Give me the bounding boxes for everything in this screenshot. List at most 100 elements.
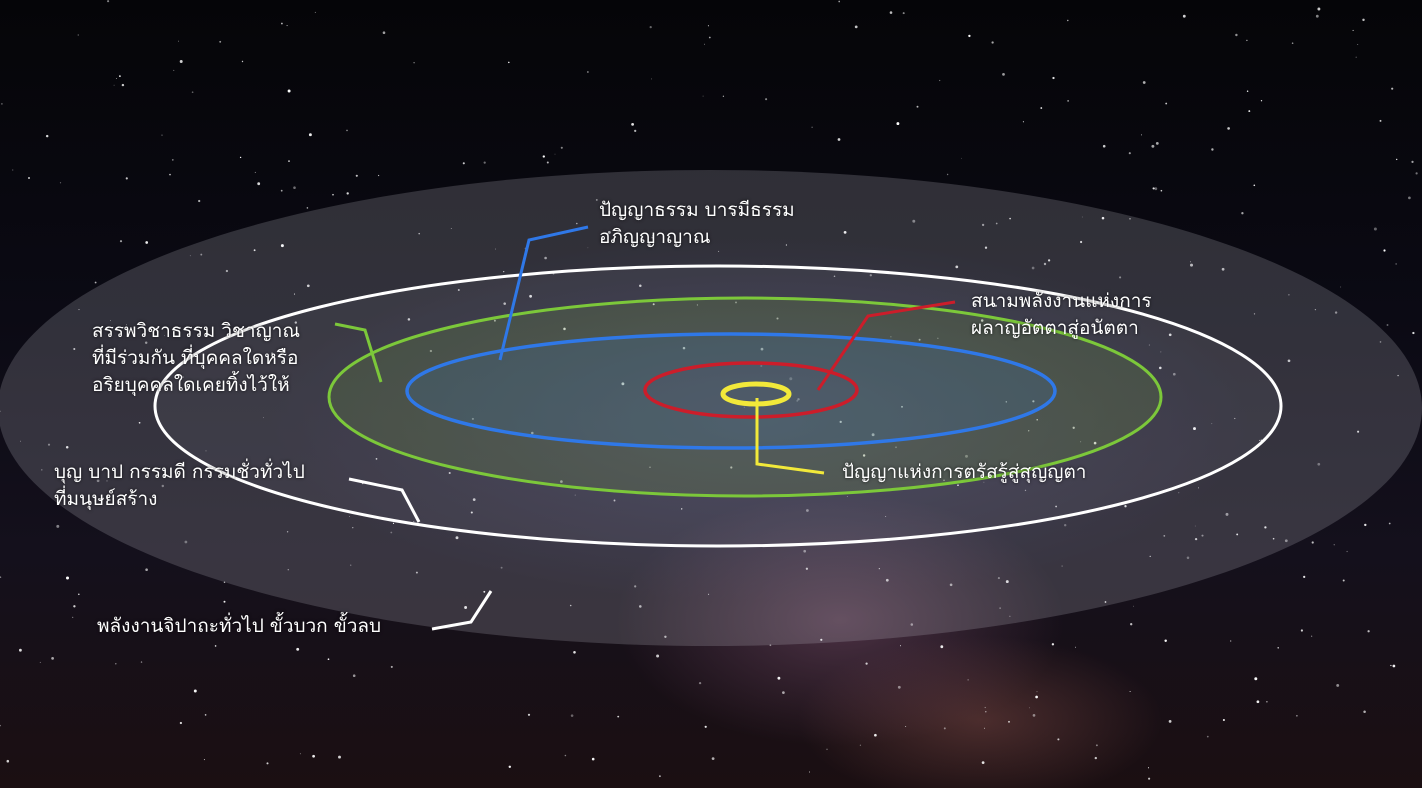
star	[1225, 512, 1229, 516]
star	[711, 757, 715, 760]
label-red-ring: สนามพลังงานแห่งการ ผลาญอัตตาสู่อนัตตา	[971, 288, 1152, 342]
star	[649, 25, 652, 29]
star	[839, 420, 842, 424]
star	[937, 337, 939, 339]
star	[1300, 629, 1303, 632]
star	[161, 484, 165, 488]
star	[495, 248, 496, 250]
label-outer-field: พลังงานจิปาถะทั่วไป ขั้วบวก ขั้วลบ	[97, 613, 381, 640]
star	[198, 199, 201, 203]
star	[144, 341, 148, 344]
star	[696, 304, 698, 306]
star	[223, 600, 226, 603]
star	[332, 193, 334, 196]
label-red-ring-line2: ผลาญอัตตาสู่อนัตตา	[971, 317, 1139, 339]
star	[241, 60, 244, 63]
star	[943, 479, 945, 481]
star	[681, 508, 683, 510]
star	[286, 531, 289, 533]
star	[760, 347, 764, 351]
star	[965, 454, 968, 458]
star	[287, 568, 290, 571]
star	[1241, 212, 1244, 215]
star	[205, 450, 207, 452]
star	[1211, 423, 1213, 425]
star	[346, 129, 348, 132]
star	[413, 521, 415, 522]
star	[809, 771, 810, 773]
star	[1072, 426, 1075, 429]
star	[161, 134, 163, 136]
star	[1411, 160, 1414, 164]
star	[1148, 777, 1151, 780]
star	[346, 192, 349, 195]
star	[306, 284, 310, 288]
star	[997, 577, 1000, 580]
star	[173, 69, 175, 71]
star	[1005, 401, 1008, 403]
star	[595, 198, 598, 201]
star	[1260, 100, 1263, 102]
star	[1194, 537, 1198, 541]
star	[1093, 441, 1097, 445]
star	[682, 346, 686, 350]
star	[1095, 744, 1098, 747]
star	[106, 480, 108, 482]
star	[1009, 217, 1011, 220]
star	[865, 662, 868, 665]
star	[905, 726, 907, 728]
star	[164, 335, 166, 337]
star	[760, 364, 763, 368]
star	[471, 417, 474, 420]
star	[649, 466, 651, 468]
star	[1264, 526, 1267, 529]
star	[1314, 308, 1317, 311]
star	[1189, 261, 1192, 263]
star	[1357, 430, 1360, 433]
star	[500, 566, 503, 569]
star	[464, 606, 468, 609]
star	[838, 0, 841, 3]
star	[1194, 525, 1196, 527]
star	[1266, 701, 1268, 703]
star	[901, 405, 903, 408]
star	[56, 524, 60, 528]
red-leader-line	[816, 300, 956, 391]
star	[94, 281, 97, 284]
star	[587, 247, 589, 249]
star	[107, 0, 110, 3]
star	[1104, 601, 1107, 603]
star	[900, 645, 901, 647]
star	[980, 319, 984, 322]
star	[1148, 344, 1150, 346]
star	[1246, 39, 1248, 42]
star	[204, 714, 207, 716]
star	[1182, 14, 1186, 18]
star	[375, 458, 378, 460]
label-blue-ring-line2: อภิญญาญาณ	[599, 226, 711, 248]
star	[573, 651, 576, 654]
star	[1087, 329, 1089, 332]
star	[698, 681, 702, 685]
star	[308, 133, 312, 137]
label-white-ring-line2: ที่มนุษย์สร้าง	[54, 488, 158, 510]
star	[78, 309, 80, 311]
star	[735, 301, 737, 304]
star	[1043, 262, 1047, 266]
star	[955, 265, 959, 269]
star	[1211, 148, 1214, 151]
star	[1142, 81, 1146, 84]
star	[981, 761, 985, 764]
star	[1149, 555, 1151, 558]
star	[961, 157, 963, 159]
star	[874, 733, 877, 737]
star	[1296, 714, 1298, 717]
star	[1367, 630, 1370, 633]
star	[1057, 738, 1060, 741]
star	[78, 593, 80, 596]
red-ring	[643, 361, 859, 419]
star	[1253, 184, 1256, 187]
star	[631, 123, 634, 126]
label-white-ring: บุญ บาป กรรมดี กรรมชั่วทั่วไป ที่มนุษย์ส…	[54, 459, 305, 513]
